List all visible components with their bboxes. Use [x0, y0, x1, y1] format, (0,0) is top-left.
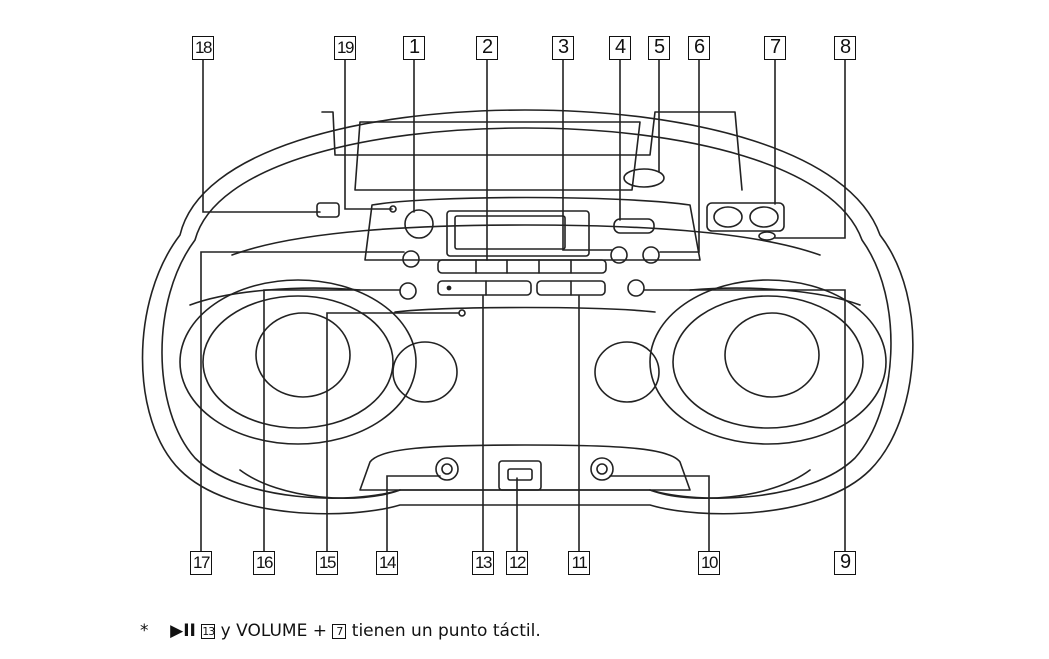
callout-6: 6: [688, 36, 710, 60]
speaker-right-cone: [724, 312, 820, 398]
callout-7: 7: [764, 36, 786, 60]
callout-17: 17: [190, 551, 212, 575]
callout-3: 3: [552, 36, 574, 60]
leader-9: [643, 289, 846, 552]
leader-17: [200, 251, 405, 552]
front-slot: [394, 306, 656, 313]
leader-3: [562, 59, 613, 251]
power-button: [404, 209, 434, 239]
body-inner: [161, 127, 892, 499]
body-outline: [141, 109, 914, 515]
btn-6: [642, 246, 660, 264]
leader-8: [774, 59, 846, 239]
jack-panel: [359, 444, 691, 491]
remote-sensor: [316, 202, 340, 218]
display-window: [446, 210, 590, 257]
btn-4: [613, 218, 655, 234]
jack-10-outer: [590, 457, 614, 481]
jack-14-inner: [441, 463, 453, 475]
speaker-left-outer: [179, 279, 417, 445]
callout-4: 4: [609, 36, 631, 60]
footnote-ref-13: 13: [201, 624, 216, 639]
btn-5: [623, 168, 665, 188]
front-band: [231, 224, 821, 256]
leader-16: [263, 289, 401, 552]
top-lid-inner: [354, 121, 641, 191]
footnote-tail-text: tienen un punto táctil.: [351, 621, 541, 641]
jack-10-inner: [596, 463, 608, 475]
leader-19: [344, 59, 393, 210]
leader-6: [659, 59, 700, 253]
callout-13: 13: [472, 551, 494, 575]
jack-14-outer: [435, 457, 459, 481]
callout-18: 18: [192, 36, 214, 60]
volume-plus: [749, 206, 779, 228]
speaker-left-mid: [202, 295, 394, 429]
usb-port: [507, 468, 533, 481]
speaker-right-mid: [672, 295, 864, 429]
speaker-right-outer: [649, 279, 887, 445]
volume-housing: [706, 202, 785, 232]
port-right: [594, 341, 660, 403]
callout-14: 14: [376, 551, 398, 575]
footnote-star: *: [140, 621, 149, 641]
btn-8: [758, 231, 776, 241]
usb-port-frame: [498, 460, 542, 491]
callout-16: 16: [253, 551, 275, 575]
callout-9: 9: [834, 551, 856, 575]
leader-18: [202, 59, 321, 213]
btn-3: [610, 246, 628, 264]
leader-10: [609, 475, 710, 552]
speaker-left-cone: [255, 312, 351, 398]
btn-17: [402, 250, 420, 268]
callout-2: 2: [476, 36, 498, 60]
callout-1: 1: [403, 36, 425, 60]
callout-10: 10: [698, 551, 720, 575]
control-panel: [364, 196, 701, 261]
play-pause-icon: ▶II: [170, 621, 196, 641]
callout-11: 11: [568, 551, 590, 575]
preset-bar: [437, 259, 607, 274]
btn-16: [399, 282, 417, 300]
callout-15: 15: [316, 551, 338, 575]
volume-minus: [713, 206, 743, 228]
footnote-ref-7: 7: [332, 624, 347, 639]
callout-19: 19: [334, 36, 356, 60]
top-lid: [321, 111, 743, 191]
btn-9: [627, 279, 645, 297]
footnote: * ▶II 13 y VOLUME + 7 tienen un punto tá…: [140, 621, 541, 641]
leader-15: [326, 312, 460, 552]
cd-buttons: [437, 280, 532, 296]
leader-14: [386, 475, 441, 552]
callout-8: 8: [834, 36, 856, 60]
footnote-mid-text: y VOLUME +: [220, 621, 327, 641]
display-inner: [454, 215, 566, 250]
callout-5: 5: [648, 36, 670, 60]
port-left: [392, 341, 458, 403]
callout-12: 12: [506, 551, 528, 575]
